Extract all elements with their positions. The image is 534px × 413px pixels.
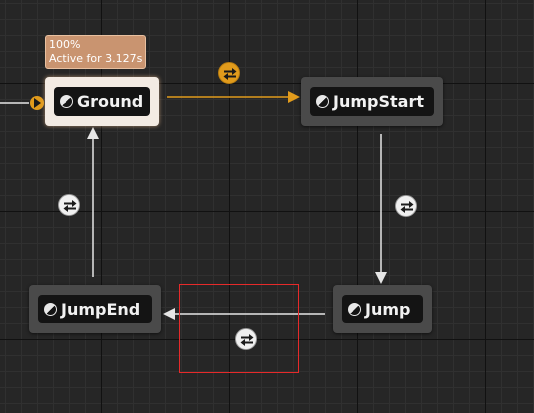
state-node-jump[interactable]: Jump: [333, 285, 432, 333]
wire-jump-to-jumpend[interactable]: [163, 308, 325, 320]
state-icon: [316, 95, 329, 108]
state-node-jumpstart[interactable]: JumpStart: [301, 77, 443, 126]
state-label: JumpEnd: [61, 299, 141, 319]
state-icon: [60, 95, 73, 108]
wire-jumpend-to-ground[interactable]: [87, 127, 99, 277]
entry-icon[interactable]: [29, 95, 45, 111]
transition-rule-jump-jumpend-icon[interactable]: [235, 328, 257, 350]
selection-highlight: [179, 284, 299, 373]
transition-rule-jumpend-ground-icon[interactable]: [58, 194, 80, 216]
state-node-jumpend[interactable]: JumpEnd: [29, 285, 161, 333]
transition-rule-jumpstart-jump-icon[interactable]: [395, 195, 417, 217]
state-node-ground[interactable]: Ground: [45, 77, 159, 126]
state-icon: [44, 302, 57, 316]
state-label: JumpStart: [333, 92, 424, 111]
transition-rule-ground-jumpstart-icon[interactable]: [218, 62, 240, 84]
wire-jumpstart-to-jump[interactable]: [375, 134, 387, 284]
tooltip-active-time: Active for 3.127s: [49, 52, 143, 65]
state-label: Jump: [365, 299, 411, 319]
state-label: Ground: [77, 92, 144, 111]
active-state-tooltip: 100% Active for 3.127s: [45, 35, 146, 69]
wire-ground-to-jumpstart[interactable]: [167, 91, 300, 103]
tooltip-weight: 100%: [49, 38, 81, 51]
state-icon: [348, 302, 361, 316]
